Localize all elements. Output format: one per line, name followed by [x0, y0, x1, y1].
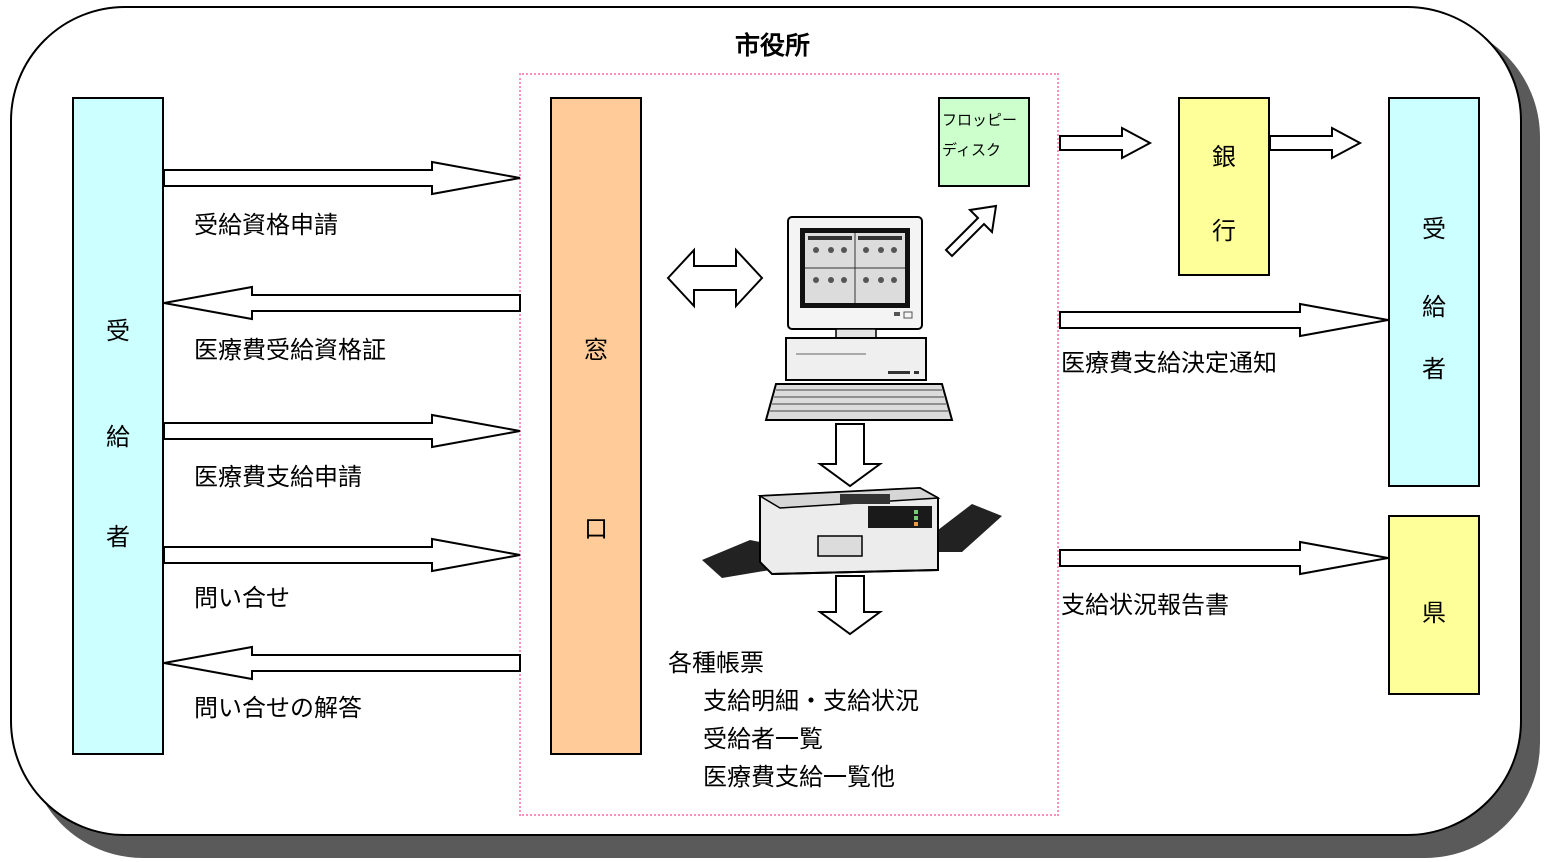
applicant-left-char-3: 者: [106, 523, 130, 551]
window-box: 窓 口: [550, 97, 642, 755]
diagram-title: 市役所: [735, 31, 811, 60]
arrow-inquiry-answer: [163, 645, 521, 681]
label-payment-status-report: 支給状況報告書: [1061, 591, 1229, 619]
applicant-right-char-1: 受: [1422, 215, 1446, 243]
bank-char-1: 銀: [1212, 143, 1236, 171]
label-payment-application: 医療費支給申請: [194, 463, 362, 491]
applicant-left-char-2: 給: [106, 423, 130, 451]
label-inquiry-answer: 問い合せの解答: [194, 694, 362, 722]
arrow-inquiry: [163, 537, 521, 573]
arrow-payment-application: [163, 413, 521, 449]
label-medical-certificate: 医療費受給資格証: [194, 336, 386, 364]
window-char-1: 窓: [584, 336, 608, 364]
floppy-line-2: ディスク: [942, 141, 1001, 159]
arrow-qualification-application: [163, 160, 521, 196]
arrow-window-computer: [666, 247, 764, 309]
applicant-right-box: 受 給 者: [1388, 97, 1480, 487]
prefecture-box: 県: [1388, 515, 1480, 695]
applicant-left-char-1: 受: [106, 317, 130, 345]
arrow-computer-floppy: [944, 204, 998, 258]
computer-icon: [764, 216, 954, 421]
forms-item-3: 医療費支給一覧他: [703, 763, 895, 791]
bank-box: 銀 行: [1178, 97, 1270, 276]
printer-icon: [702, 486, 1002, 578]
bank-char-2: 行: [1212, 217, 1236, 245]
arrow-floppy-bank: [1059, 126, 1153, 160]
forms-heading: 各種帳票: [668, 649, 764, 677]
applicant-right-char-2: 給: [1422, 293, 1446, 321]
city-hall-system-zone: [519, 73, 1059, 816]
forms-item-1: 支給明細・支給状況: [703, 687, 919, 715]
applicant-left-box: 受 給 者: [72, 97, 164, 755]
label-qualification-application: 受給資格申請: [194, 211, 338, 239]
label-payment-decision-notice: 医療費支給決定通知: [1061, 349, 1277, 377]
window-char-2: 口: [584, 515, 608, 543]
arrow-bank-applicant: [1269, 126, 1363, 160]
arrow-medical-certificate: [163, 285, 521, 321]
forms-item-2: 受給者一覧: [703, 725, 823, 753]
label-inquiry: 問い合せ: [194, 584, 290, 612]
arrow-printer-forms: [816, 575, 884, 636]
floppy-line-1: フロッピー: [942, 111, 1018, 129]
arrow-payment-decision-notice: [1059, 302, 1389, 338]
prefecture-char: 県: [1422, 599, 1446, 627]
applicant-right-char-3: 者: [1422, 355, 1446, 383]
arrow-payment-status-report: [1059, 540, 1389, 576]
floppy-disk-box: フロッピー ディスク: [938, 97, 1030, 187]
arrow-computer-printer: [816, 423, 884, 488]
